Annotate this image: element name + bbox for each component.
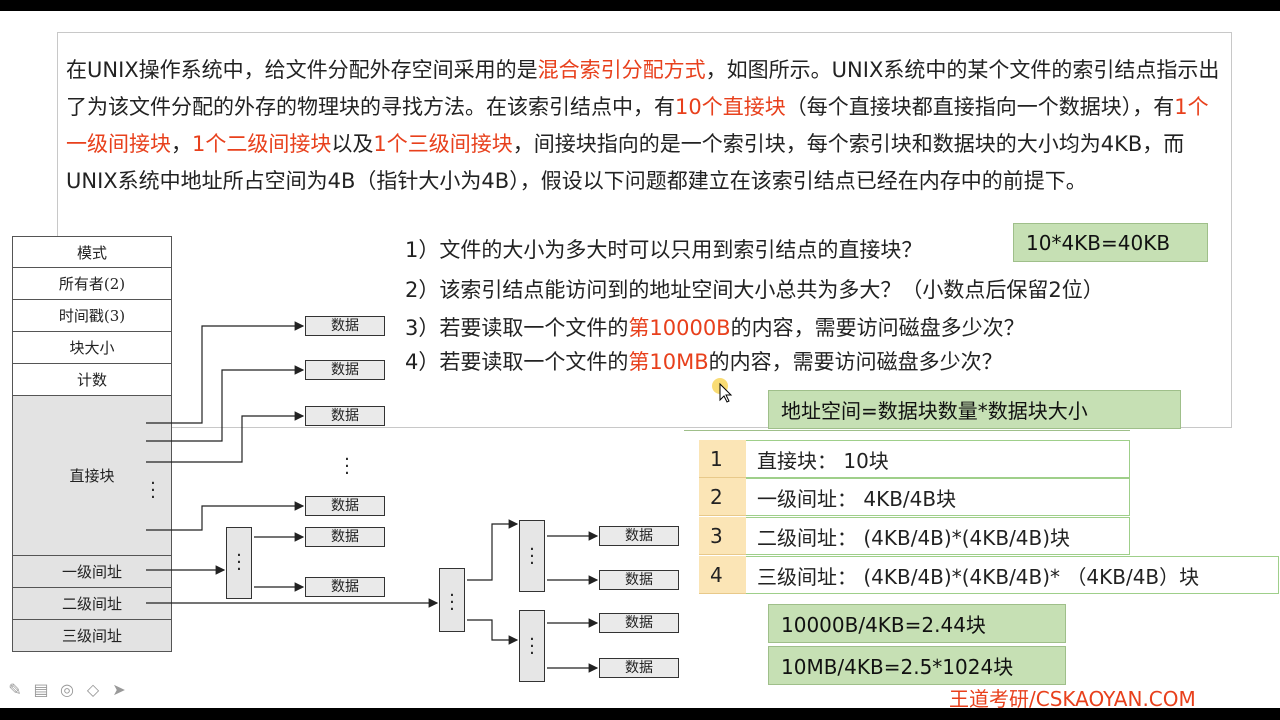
data-block: 数据	[599, 613, 679, 633]
inode-double-indirect: 二级间址	[12, 588, 172, 620]
para-text: 在UNIX操作系统中，给文件分配外存空间采用的是	[66, 58, 538, 82]
table-row: 2 一级间址： 4KB/4B块	[699, 478, 1130, 516]
data-block: 数据	[305, 406, 385, 426]
question-4-text: 4）若要读取一个文件的	[405, 350, 629, 374]
question-4-text: 的内容，需要访问磁盘多少次？	[708, 350, 1003, 374]
data-block: 数据	[305, 577, 385, 597]
table-row-number: 1	[699, 440, 746, 478]
pen-icon[interactable]: ✎	[8, 680, 22, 699]
calc-1-text: 10000B/4KB=2.44块	[781, 613, 986, 637]
slides-icon[interactable]: ▤	[33, 680, 49, 699]
table-row-text: 三级间址： (4KB/4B)*(4KB/4B)* （4KB/4B）块	[746, 556, 1279, 594]
para-text: ，间接块指向的是一个索引块，每个索引块和数据块的大小均为4KB，而UNIX系统中…	[66, 132, 1185, 193]
question-3: 3）若要读取一个文件的第10000B的内容，需要访问磁盘多少次？	[405, 312, 1025, 342]
problem-paragraph: 在UNIX操作系统中，给文件分配外存空间采用的是混合索引分配方式，如图所示。UN…	[66, 52, 1226, 200]
calc-2-box: 10MB/4KB=2.5*1024块	[768, 646, 1066, 685]
top-black-bar	[0, 0, 1280, 11]
index-block-double-l1	[439, 568, 465, 632]
para-text: ，	[171, 132, 192, 156]
para-text: ，如图所示。UNIX系统中的某个文件的索引结点指示出了为该文件分配的外存的物理块…	[66, 58, 1220, 119]
table-row-text: 二级间址： (4KB/4B)*(4KB/4B)块	[746, 517, 1130, 555]
data-block: 数据	[305, 527, 385, 547]
para-highlight-double: 1个二级间接块	[192, 132, 332, 156]
table-row-number: 4	[699, 556, 746, 594]
question-3-highlight: 第10000B	[628, 316, 731, 340]
ellipsis-dots: ···	[449, 585, 455, 620]
para-highlight-triple: 1个三级间接块	[373, 132, 513, 156]
inode-owner: 所有者(2)	[12, 268, 172, 300]
mouse-cursor-icon	[712, 378, 733, 403]
table-row-text: 一级间址： 4KB/4B块	[746, 478, 1130, 516]
inode-timestamp: 时间戳(3)	[12, 300, 172, 332]
data-block: 数据	[305, 496, 385, 516]
table-row-number: 3	[699, 517, 746, 555]
index-block-double-l2a	[519, 520, 545, 592]
table-row-text: 直接块： 10块	[746, 440, 1130, 478]
question-3-text: 的内容，需要访问磁盘多少次？	[730, 316, 1025, 340]
data-block: 数据	[599, 526, 679, 546]
ellipsis-dots: ···	[150, 473, 156, 508]
slideshow-toolbar: ✎ ▤ ◎ ◇ ➤	[6, 680, 128, 699]
index-block-single	[226, 527, 252, 599]
para-highlight-mixed-index: 混合索引分配方式	[537, 58, 706, 82]
data-block: 数据	[305, 360, 385, 380]
data-block: 数据	[599, 658, 679, 678]
table-row-number: 2	[699, 478, 746, 516]
inode-direct-blocks: 直接块	[12, 396, 172, 556]
calc-2-text: 10MB/4KB=2.5*1024块	[781, 655, 1014, 679]
data-block: 数据	[305, 316, 385, 336]
watermark: 王道考研/CSKAOYAN.COM	[949, 687, 1196, 711]
answer-1-text: 10*4KB=40KB	[1026, 230, 1171, 255]
bottom-black-bar	[0, 708, 1280, 720]
inode-blocksize: 块大小	[12, 332, 172, 364]
table-row: 1 直接块： 10块	[699, 440, 1130, 478]
inode-mode: 模式	[12, 236, 172, 268]
question-4: 4）若要读取一个文件的第10MB的内容，需要访问磁盘多少次？	[405, 346, 1003, 376]
calc-1-box: 10000B/4KB=2.44块	[768, 604, 1066, 643]
answer-1-box: 10*4KB=40KB	[1013, 223, 1208, 262]
ellipsis-dots: ···	[529, 629, 535, 664]
highlighter-icon[interactable]: ◇	[86, 680, 100, 699]
para-text: （每个直接块都直接指向一个数据块），有	[785, 95, 1175, 119]
question-4-highlight: 第10MB	[628, 350, 709, 374]
data-block: 数据	[599, 570, 679, 590]
eraser-icon[interactable]: ◎	[60, 680, 74, 699]
question-2: 2）该索引结点能访问到的地址空间大小总共为多大？（小数点后保留2位）	[405, 278, 1104, 302]
inode-triple-indirect: 三级间址	[12, 620, 172, 652]
question-1: 1）文件的大小为多大时可以只用到索引结点的直接块？	[405, 238, 923, 262]
table-top-line	[684, 430, 1130, 431]
ellipsis-dots: ···	[344, 449, 350, 484]
para-highlight-single: 1个一级间接块	[66, 95, 1209, 156]
formula-box: 地址空间=数据块数量*数据块大小	[768, 390, 1181, 429]
question-3-text: 3）若要读取一个文件的	[405, 316, 629, 340]
table-row: 4 三级间址： (4KB/4B)*(4KB/4B)* （4KB/4B）块	[699, 556, 1279, 594]
pointer-icon[interactable]: ➤	[112, 680, 126, 699]
ellipsis-dots: ···	[236, 545, 242, 580]
table-row: 3 二级间址： (4KB/4B)*(4KB/4B)块	[699, 517, 1130, 555]
ellipsis-dots: ···	[529, 539, 535, 574]
para-text: 以及	[331, 132, 374, 156]
index-block-double-l2b	[519, 610, 545, 682]
para-highlight-direct: 10个直接块	[675, 95, 786, 119]
inode-single-indirect: 一级间址	[12, 556, 172, 588]
inode-structure: 模式 所有者(2) 时间戳(3) 块大小 计数 直接块 一级间址 二级间址 三级…	[12, 236, 172, 652]
formula-text: 地址空间=数据块数量*数据块大小	[781, 399, 1088, 423]
inode-count: 计数	[12, 364, 172, 396]
